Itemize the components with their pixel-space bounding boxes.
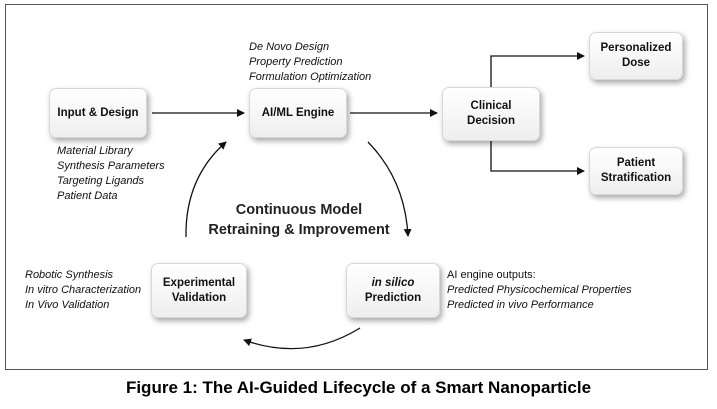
personalized-dose-box: Personalized Dose	[589, 32, 683, 80]
engine-task-item: De Novo Design	[249, 41, 330, 53]
engine-task-item: Property Prediction	[249, 56, 343, 68]
experiments-list: Robotic Synthesis In vitro Characterizat…	[25, 268, 141, 313]
cycle-arrow-prediction-to-validation	[243, 327, 361, 350]
experimental-validation-line-2: Validation	[171, 291, 227, 304]
outputs-heading: AI engine outputs:	[447, 269, 536, 281]
cycle-arrow-engine-to-prediction	[367, 141, 412, 237]
input-item: Targeting Ligands	[57, 175, 145, 187]
ai-ml-engine-label: AI/ML Engine	[261, 106, 335, 119]
cycle-label-line-1: Continuous Model	[235, 202, 363, 218]
experiment-item: Robotic Synthesis	[25, 269, 114, 281]
clinical-decision-line-1: Clinical	[470, 100, 512, 112]
experimental-validation-line-1: Experimental	[162, 276, 236, 289]
input-item: Synthesis Parameters	[57, 160, 165, 172]
in-silico-prediction-box: in silico Prediction	[346, 263, 440, 318]
output-item: Predicted in vivo Performance	[447, 299, 594, 311]
output-item: Predicted Physicochemical Properties	[447, 284, 632, 296]
input-item: Material Library	[57, 145, 133, 157]
experiment-item: In Vivo Validation	[25, 299, 110, 311]
arrow-decision-to-dose	[490, 52, 585, 87]
patient-stratification-line-2: Stratification	[600, 172, 672, 184]
input-design-label: Input & Design	[57, 106, 139, 119]
patient-stratification-box: Patient Stratification	[589, 147, 683, 195]
figure-caption: Figure 1: The AI-Guided Lifecycle of a S…	[125, 378, 592, 397]
clinical-decision-line-2: Decision	[467, 115, 515, 127]
cycle-label: Continuous Model Retraining & Improvemen…	[196, 200, 402, 240]
experiment-item: In vitro Characterization	[25, 284, 142, 296]
input-design-box: Input & Design	[49, 88, 147, 138]
inputs-list: Material Library Synthesis Parameters Ta…	[57, 144, 165, 204]
arrow-decision-to-stratification	[490, 141, 585, 175]
ai-ml-engine-box: AI/ML Engine	[249, 88, 347, 138]
input-item: Patient Data	[57, 190, 118, 202]
personalized-dose-line-2: Dose	[621, 57, 651, 69]
in-silico-prediction-line-1: in silico	[371, 276, 415, 289]
patient-stratification-line-1: Patient	[616, 157, 656, 169]
engine-task-item: Formulation Optimization	[249, 71, 372, 83]
experimental-validation-box: Experimental Validation	[151, 263, 247, 318]
clinical-decision-box: Clinical Decision	[442, 87, 540, 141]
outputs-list: AI engine outputs: Predicted Physicochem…	[447, 268, 632, 313]
personalized-dose-line-1: Personalized	[600, 42, 672, 54]
engine-tasks-list: De Novo Design Property Prediction Formu…	[249, 40, 371, 85]
cycle-arrow-validation-to-engine	[185, 141, 227, 238]
cycle-label-line-2: Retraining & Improvement	[208, 222, 390, 238]
in-silico-prediction-line-2: Prediction	[364, 291, 422, 304]
